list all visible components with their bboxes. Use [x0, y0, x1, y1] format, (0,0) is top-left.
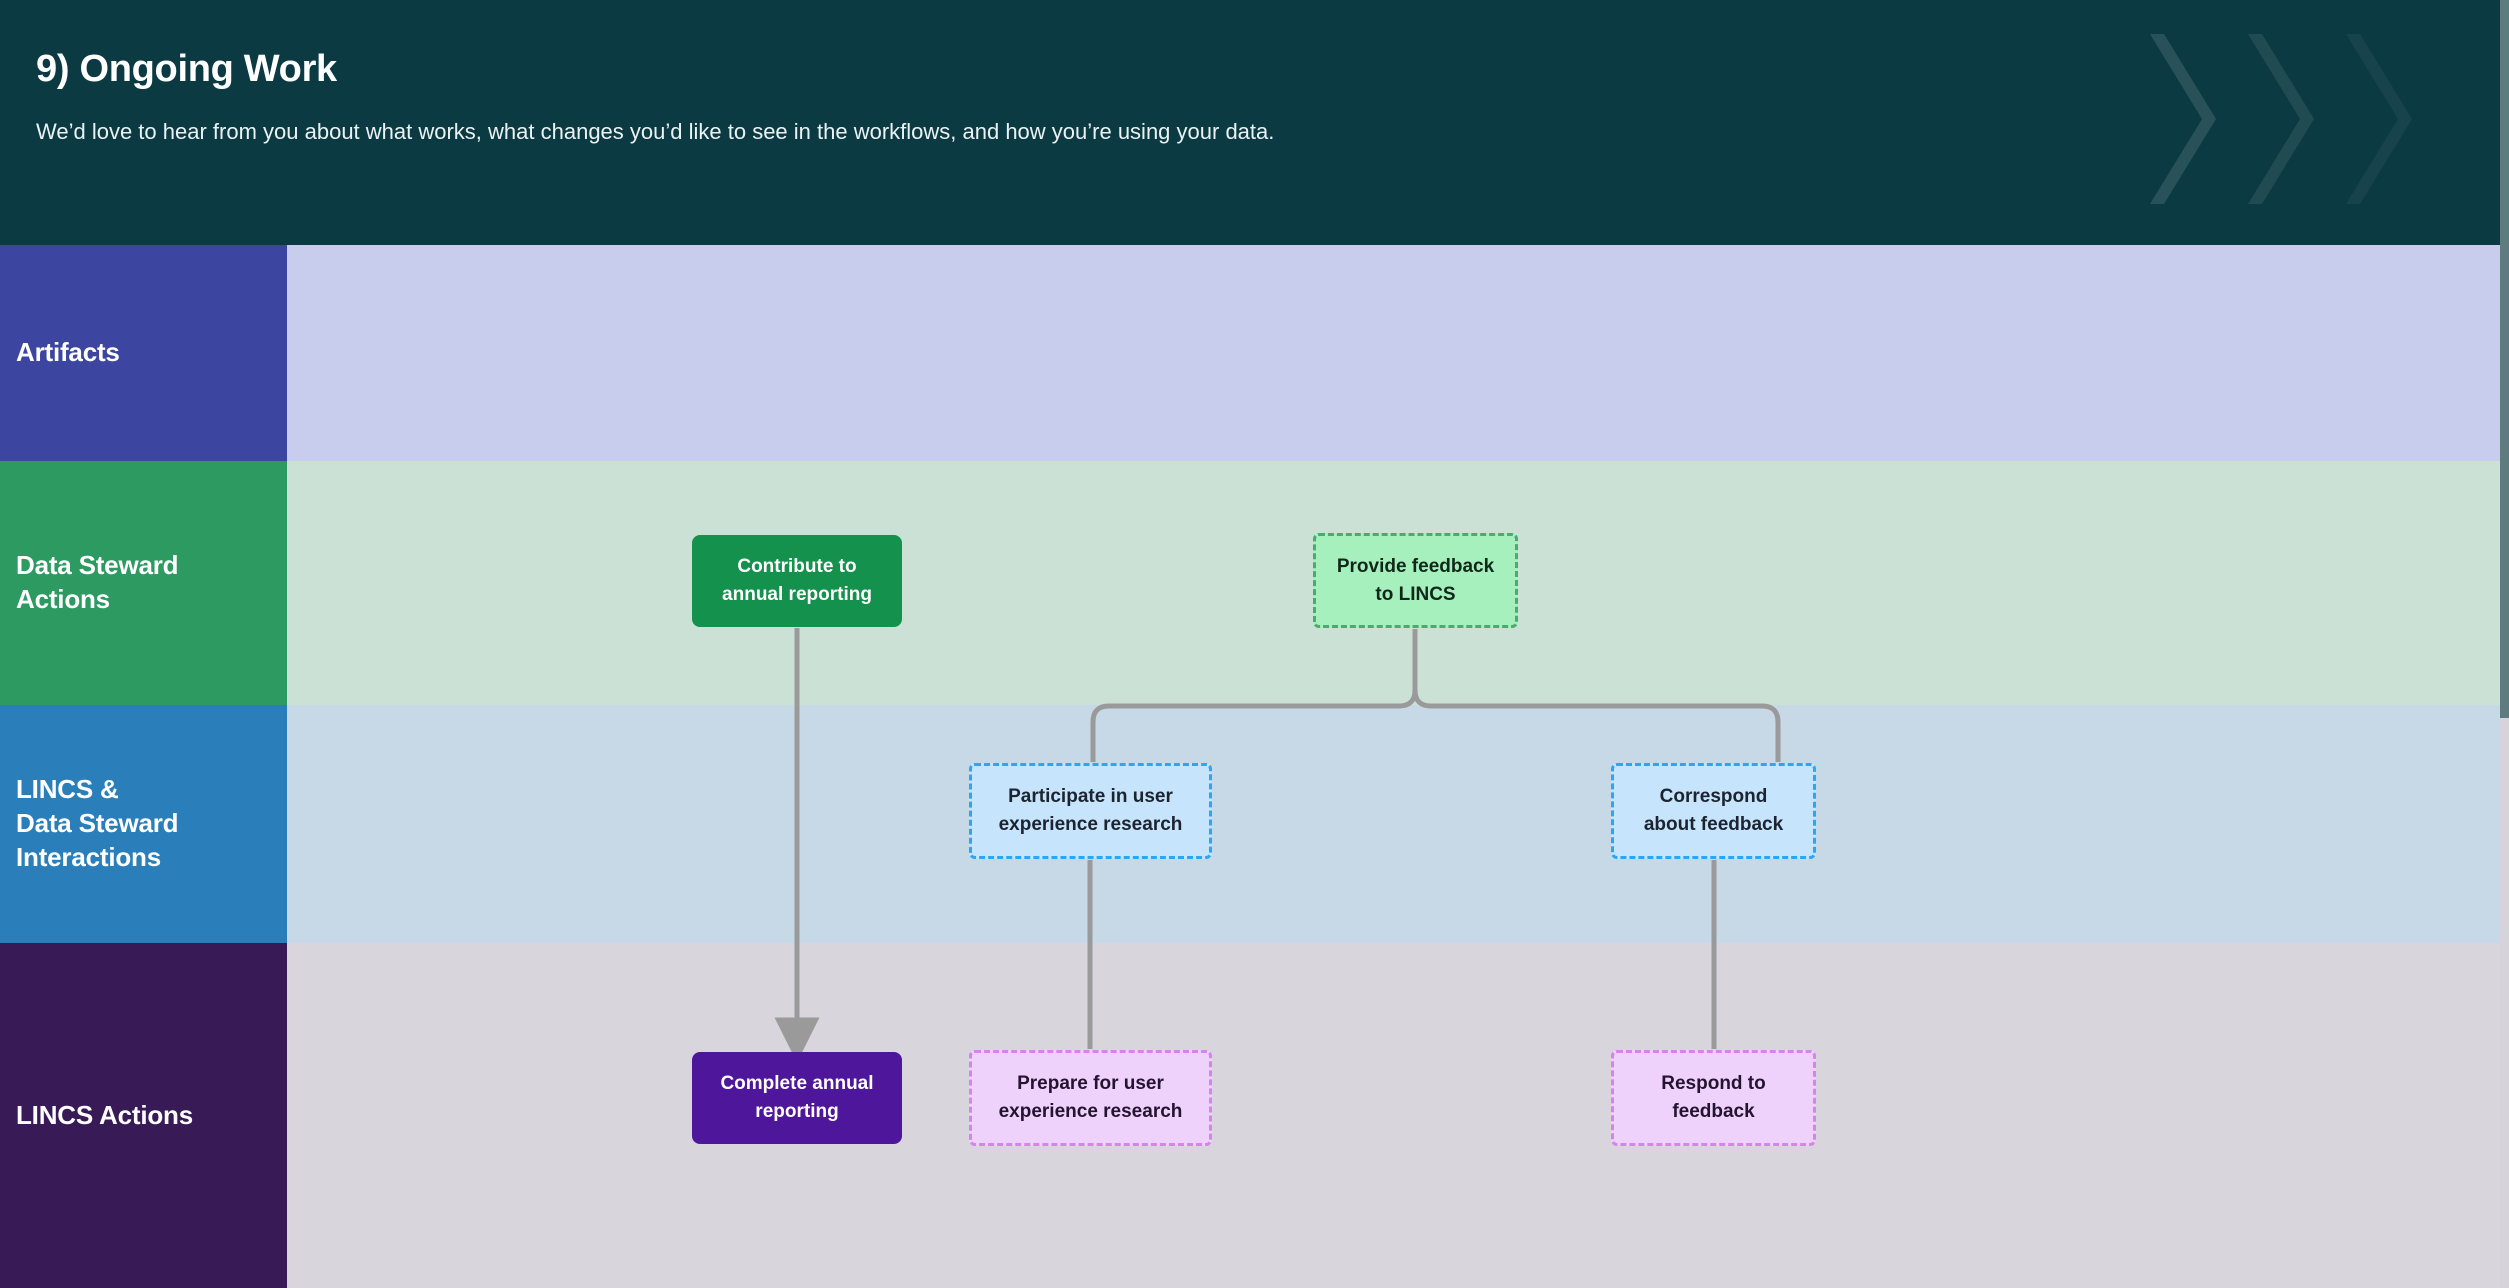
swimlane-label-artifacts: Artifacts — [0, 245, 287, 461]
swimlane-data-steward-actions: Data Steward Actions — [0, 461, 2500, 705]
node-participate-in-user-experience-research[interactable]: Participate in user experience research — [969, 763, 1212, 859]
swimlane-label-text: Artifacts — [16, 337, 120, 368]
swimlane-artifacts: Artifacts — [0, 245, 2500, 461]
swimlane-label-text: Data Steward Actions — [16, 550, 179, 614]
swimlane-lincs-actions: LINCS Actions — [0, 943, 2500, 1288]
page-header: 9) Ongoing Work We’d love to hear from y… — [0, 0, 2500, 245]
chevrons-decoration — [2150, 34, 2412, 204]
node-prepare-for-user-experience-research[interactable]: Prepare for user experience research — [969, 1050, 1212, 1146]
vertical-scrollbar-thumb[interactable] — [2500, 0, 2509, 718]
swimlane-body-artifacts — [287, 245, 2500, 461]
swimlane-lincs-data-steward-interactions: LINCS & Data Steward Interactions — [0, 705, 2500, 943]
page-title: 9) Ongoing Work — [36, 48, 337, 90]
node-complete-annual-reporting[interactable]: Complete annual reporting — [692, 1052, 902, 1144]
node-provide-feedback-to-lincs[interactable]: Provide feedback to LINCS — [1313, 533, 1518, 628]
page-subtitle: We’d love to hear from you about what wo… — [36, 119, 1275, 144]
swimlane-label-text: LINCS Actions — [16, 1099, 194, 1130]
swimlane-label-lincs-actions: LINCS Actions — [0, 943, 287, 1288]
vertical-scrollbar-track[interactable] — [2500, 0, 2509, 1288]
swimlane-label-text: LINCS & Data Steward Interactions — [16, 774, 179, 872]
swimlane-body-lincs-data-steward-interactions — [287, 705, 2500, 943]
swimlane-label-lincs-data-steward-interactions: LINCS & Data Steward Interactions — [0, 705, 287, 943]
node-correspond-about-feedback[interactable]: Correspond about feedback — [1611, 763, 1816, 859]
node-contribute-to-annual-reporting[interactable]: Contribute to annual reporting — [692, 535, 902, 627]
swimlane-label-data-steward-actions: Data Steward Actions — [0, 461, 287, 705]
swimlane-body-lincs-actions — [287, 943, 2500, 1288]
node-respond-to-feedback[interactable]: Respond to feedback — [1611, 1050, 1816, 1146]
